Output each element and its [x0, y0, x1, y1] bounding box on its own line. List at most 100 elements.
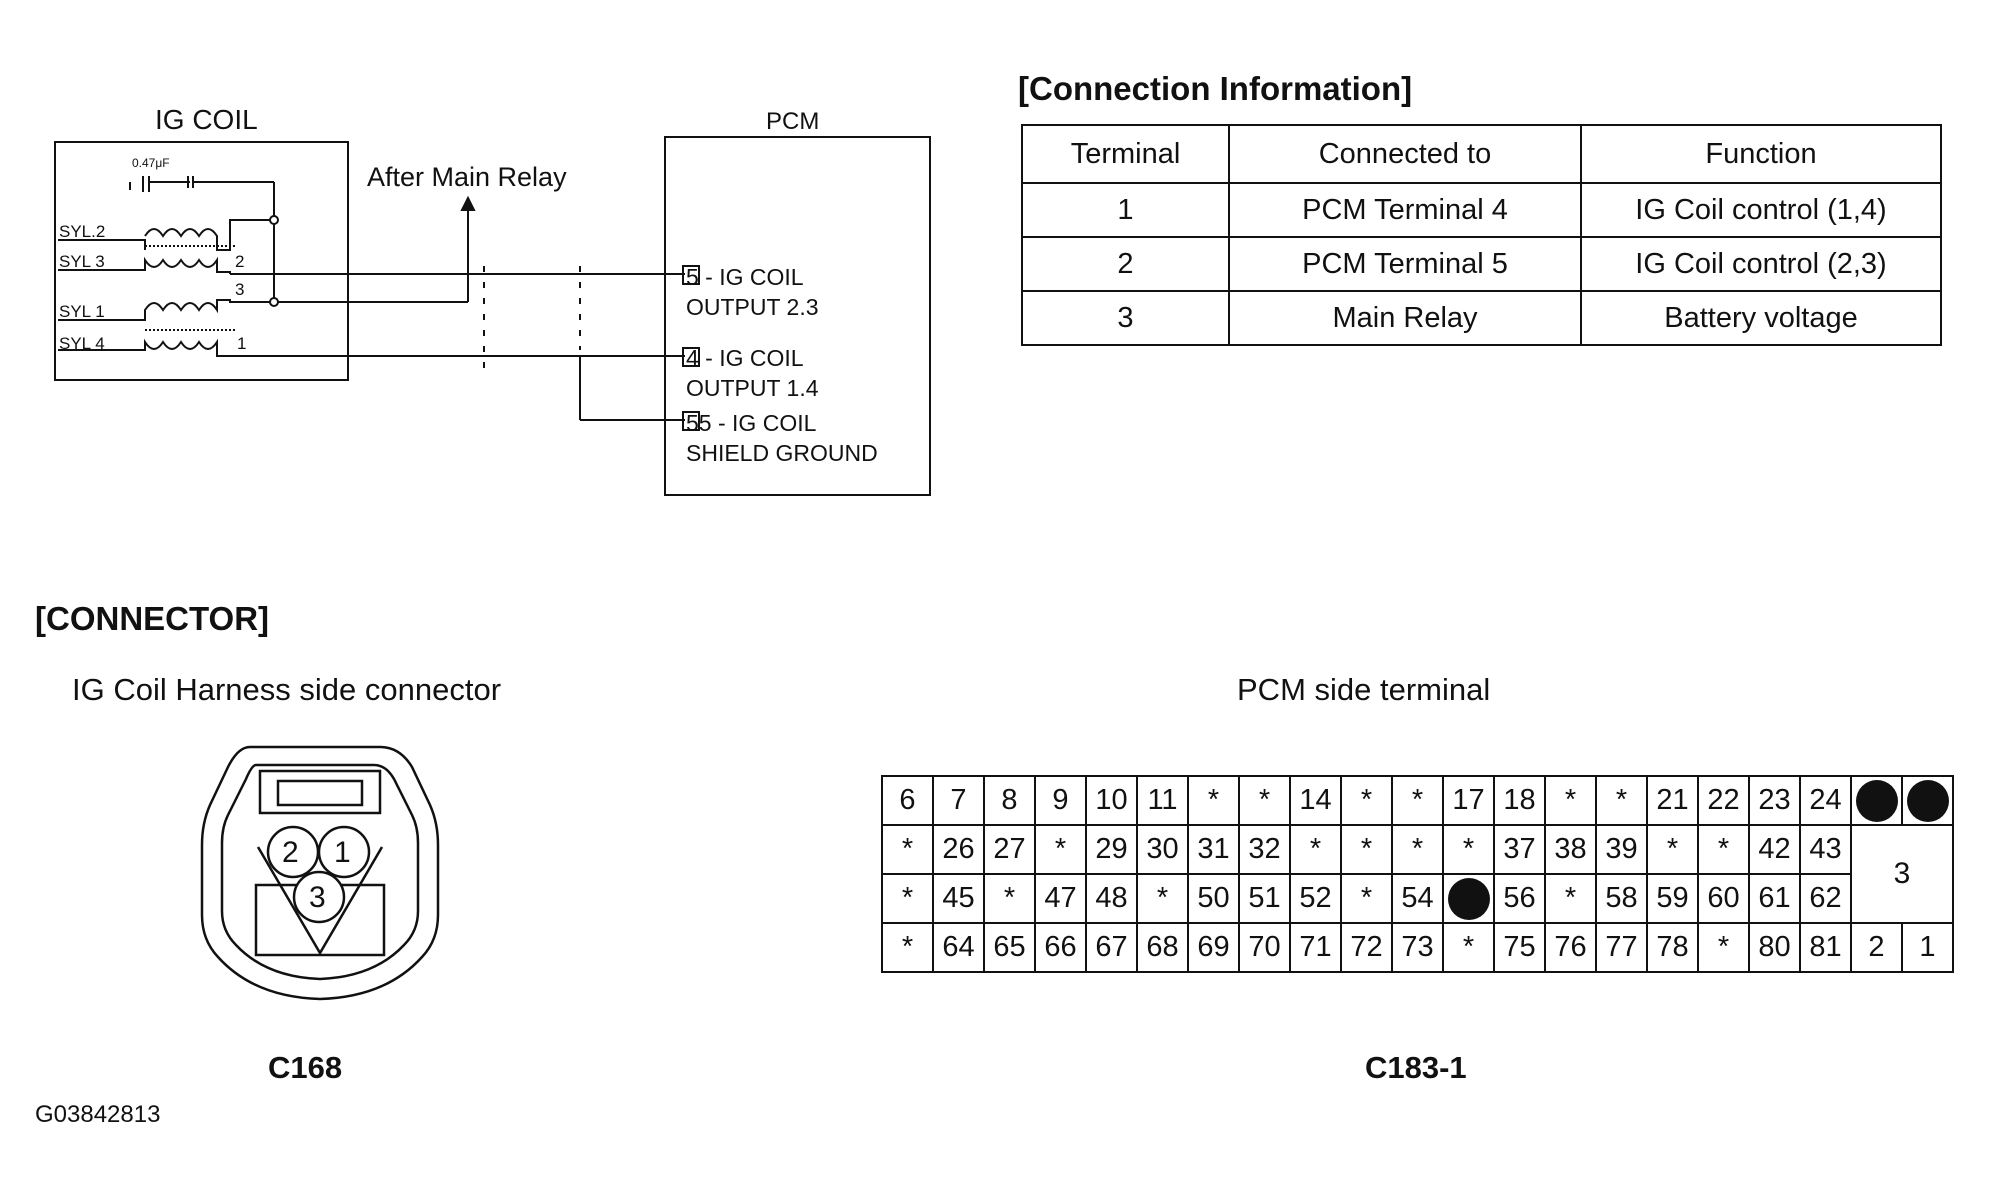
pcm-terminal-cell: * — [1595, 775, 1648, 826]
table-row: 3 Main Relay Battery voltage — [1021, 290, 1942, 346]
column-header: Terminal — [1021, 124, 1230, 184]
pcm-terminal-cell: 10 — [1085, 775, 1138, 826]
pcm-terminal-cell: 31 — [1187, 824, 1240, 875]
cylinder-label: SYL 1 — [59, 302, 105, 321]
pcm-terminal-cell: 23 — [1748, 775, 1801, 826]
pcm-terminal-cell: 81 — [1799, 922, 1852, 973]
connector-latch-inner — [276, 779, 364, 807]
pcm-title: PCM — [766, 108, 820, 135]
cylinder-label: SYL 3 — [59, 252, 105, 271]
pcm-terminal-desc: - IG COIL — [698, 264, 804, 290]
pcm-terminal-cell: 32 — [1238, 824, 1291, 875]
pcm-terminal-cell: 39 — [1595, 824, 1648, 875]
pcm-terminal-cell: 66 — [1034, 922, 1087, 973]
pcm-terminal-cell: * — [881, 873, 934, 924]
table-row: 1 PCM Terminal 4 IG Coil control (1,4) — [1021, 182, 1942, 238]
pcm-terminal-cell: 76 — [1544, 922, 1597, 973]
pcm-terminal-cell: * — [1391, 775, 1444, 826]
joint-dot — [269, 297, 279, 307]
pcm-box — [664, 136, 931, 496]
pcm-terminal-4-label: 4 - IG COIL OUTPUT 1.4 — [686, 343, 819, 403]
pcm-terminal-cell: 37 — [1493, 824, 1546, 875]
ig-coil-box — [54, 141, 349, 381]
connector-latch-outer — [258, 769, 382, 815]
pcm-power-terminal-cell: 2 — [1850, 922, 1903, 973]
table-cell: PCM Terminal 5 — [1228, 236, 1582, 292]
table-header-row: Terminal Connected to Function — [1021, 124, 1942, 184]
pcm-terminal-cell: 70 — [1238, 922, 1291, 973]
pcm-terminal-cell: 60 — [1697, 873, 1750, 924]
table-cell: PCM Terminal 4 — [1228, 182, 1582, 238]
pcm-terminal-number: 55 — [686, 410, 712, 436]
coil-primary-winding-2 — [58, 299, 274, 321]
connection-info-table: Terminal Connected to Function 1 PCM Ter… — [1021, 124, 1942, 346]
pcm-terminal-cell: 59 — [1646, 873, 1699, 924]
pcm-terminal-cell: * — [881, 922, 934, 973]
pcm-terminal-cell: 9 — [1034, 775, 1087, 826]
pcm-terminal-cell: * — [1136, 873, 1189, 924]
pcm-terminal-cell: 78 — [1646, 922, 1699, 973]
table-cell: 1 — [1021, 182, 1230, 238]
plugged-pin-dot — [1855, 779, 1898, 822]
pcm-connector-code: C183-1 — [1365, 1050, 1467, 1085]
pcm-terminal-cell: * — [1187, 775, 1240, 826]
pcm-terminal-cell: 18 — [1493, 775, 1546, 826]
pcm-terminal-cell: 14 — [1289, 775, 1342, 826]
pcm-terminal-cell: 21 — [1646, 775, 1699, 826]
connector-outer-shell — [200, 745, 440, 1001]
pcm-terminal-cell: * — [1697, 922, 1750, 973]
pcm-terminal-cell: * — [1340, 775, 1393, 826]
plugged-pin-dot — [1447, 877, 1490, 920]
pcm-power-terminal-cell: 1 — [1901, 922, 1954, 973]
pcm-terminal-desc: SHIELD GROUND — [686, 440, 878, 466]
pcm-terminal-cell: 51 — [1238, 873, 1291, 924]
pcm-terminal-cell: * — [1340, 824, 1393, 875]
table-cell: 3 — [1021, 290, 1230, 346]
pcm-terminal-cell: 52 — [1289, 873, 1342, 924]
pcm-terminal-cell: 50 — [1187, 873, 1240, 924]
pcm-terminal-cell: * — [1544, 873, 1597, 924]
pcm-terminal-cell: 6 — [881, 775, 934, 826]
pcm-terminal-cell: * — [1034, 824, 1087, 875]
pcm-terminal-cell: 75 — [1493, 922, 1546, 973]
pcm-terminal-cell: 22 — [1697, 775, 1750, 826]
pcm-terminal-cell: 27 — [983, 824, 1036, 875]
pcm-terminal-4-box — [682, 347, 700, 367]
pcm-terminal-cell: 58 — [1595, 873, 1648, 924]
pcm-terminal-cell: * — [881, 824, 934, 875]
pcm-terminal-cell: 73 — [1391, 922, 1444, 973]
connector-pin-3-circle — [292, 870, 346, 924]
table-cell: IG Coil control (1,4) — [1580, 182, 1942, 238]
pcm-terminal-cell — [1442, 873, 1495, 924]
pcm-terminal-cell: 69 — [1187, 922, 1240, 973]
pcm-terminal-cell: * — [1544, 775, 1597, 826]
pcm-terminal-cell: * — [983, 873, 1036, 924]
pcm-terminal-number: 4 — [686, 345, 699, 371]
pcm-terminal-cell: 17 — [1442, 775, 1495, 826]
pcm-terminal-cell: * — [1442, 824, 1495, 875]
column-header: Function — [1580, 124, 1942, 184]
joint-dot — [269, 215, 279, 225]
column-header: Connected to — [1228, 124, 1582, 184]
table-cell: Main Relay — [1228, 290, 1582, 346]
pcm-terminal-cell: 64 — [932, 922, 985, 973]
connector-inner-shell — [220, 763, 420, 981]
ig-coil-connector-title: IG Coil Harness side connector — [72, 672, 502, 707]
pcm-terminal-cell: 7 — [932, 775, 985, 826]
pcm-terminal-cell: 30 — [1136, 824, 1189, 875]
pcm-terminal-desc: - IG COIL — [711, 410, 817, 436]
pcm-terminal-desc: OUTPUT 2.3 — [686, 294, 819, 320]
pcm-terminal-desc: OUTPUT 1.4 — [686, 375, 819, 401]
cylinder-label: SYL.2 — [59, 222, 106, 241]
ignition-coil-schematic — [54, 136, 931, 496]
arrow-up-icon — [460, 195, 476, 211]
connector-pin-label: 2 — [282, 836, 299, 869]
pcm-terminal-cell: 8 — [983, 775, 1036, 826]
pcm-terminal-cell: 67 — [1085, 922, 1138, 973]
cylinder-label: SYL 4 — [59, 334, 105, 353]
pcm-terminal-5-label: 5 - IG COIL OUTPUT 2.3 — [686, 262, 819, 322]
